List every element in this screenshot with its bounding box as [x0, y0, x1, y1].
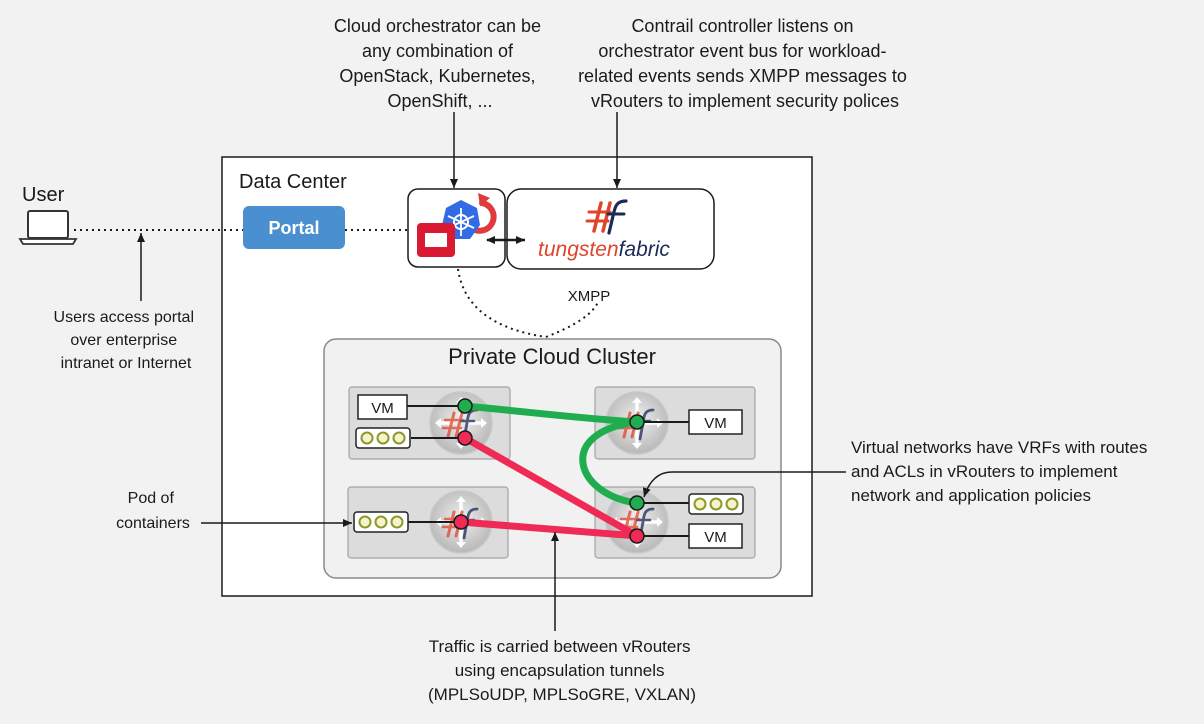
- orchestrator-note-line: OpenStack, Kubernetes,: [339, 66, 535, 86]
- orchestrator-note-line: any combination of: [362, 41, 514, 61]
- controller-note: Contrail controller listens on orchestra…: [578, 16, 912, 111]
- controller-xmpp-link: [545, 301, 599, 338]
- vrf-note-line: Virtual networks have VRFs with routes: [851, 438, 1147, 457]
- controller-note-line: vRouters to implement security polices: [591, 91, 899, 111]
- vm-label: VM: [704, 529, 727, 546]
- green-tunnel: [461, 402, 641, 426]
- traffic-note-line: (MPLSoUDP, MPLSoGRE, VXLAN): [428, 685, 696, 704]
- workload-connectors: [407, 405, 689, 537]
- fabric-wordmark-part: fabric: [619, 238, 671, 261]
- controller-note-line: related events sends XMPP messages to: [578, 66, 907, 86]
- vrf-note: Virtual networks have VRFs with routes a…: [851, 438, 1152, 505]
- portal-button[interactable]: Portal: [243, 206, 345, 249]
- vrf-note-line: network and application policies: [851, 486, 1091, 505]
- cluster-label: Private Cloud Cluster: [448, 344, 656, 369]
- vrf-note-arrow: [642, 471, 846, 498]
- traffic-note-line: using encapsulation tunnels: [455, 661, 665, 680]
- data-center-label: Data Center: [239, 171, 347, 193]
- orchestrator-xmpp-link: [457, 268, 547, 338]
- pod-icon: [355, 427, 411, 449]
- green-tunnel: [579, 418, 641, 507]
- laptop-icon: [18, 210, 78, 245]
- vrf-note-line: and ACLs in vRouters to implement: [851, 462, 1118, 481]
- pod-note-line: containers: [116, 515, 190, 532]
- user-access-note: Users access portal over enterprise intr…: [54, 309, 199, 372]
- orchestrator-note-line: Cloud orchestrator can be: [334, 16, 541, 36]
- pod-icon: [353, 511, 409, 533]
- orchestrator-note: Cloud orchestrator can be any combinatio…: [334, 16, 546, 111]
- red-tunnel: [457, 518, 641, 540]
- tungsten-fabric-wordmark: tungstenfabric: [538, 238, 670, 261]
- vm-box: VM: [688, 523, 743, 549]
- traffic-note: Traffic is carried between vRouters usin…: [428, 637, 696, 704]
- vm-box: VM: [688, 409, 743, 435]
- pod-note-line: Pod of: [128, 490, 175, 507]
- vm-label: VM: [704, 415, 727, 432]
- controller-note-line: Contrail controller listens on: [631, 16, 853, 36]
- user-label: User: [22, 184, 65, 206]
- user-access-note-line: Users access portal: [54, 309, 195, 326]
- user-access-note-line: intranet or Internet: [61, 355, 192, 372]
- pod-icon: [688, 493, 744, 515]
- vm-box: VM: [357, 394, 408, 420]
- portal-label: Portal: [268, 218, 319, 238]
- openstack-icon: [417, 223, 455, 257]
- user-access-note-line: over enterprise: [70, 332, 177, 349]
- tungsten-wordmark-part: tungsten: [538, 238, 619, 261]
- pod-note: Pod of containers: [116, 490, 190, 532]
- tunnel-endpoints: [453, 398, 645, 544]
- traffic-note-line: Traffic is carried between vRouters: [429, 637, 691, 656]
- xmpp-label: XMPP: [568, 288, 611, 305]
- controller-note-line: orchestrator event bus for workload-: [598, 41, 886, 61]
- tungsten-fabric-icon: [585, 199, 628, 235]
- orchestrator-note-line: OpenShift, ...: [387, 91, 492, 111]
- vm-label: VM: [371, 400, 394, 417]
- red-tunnel: [461, 434, 641, 540]
